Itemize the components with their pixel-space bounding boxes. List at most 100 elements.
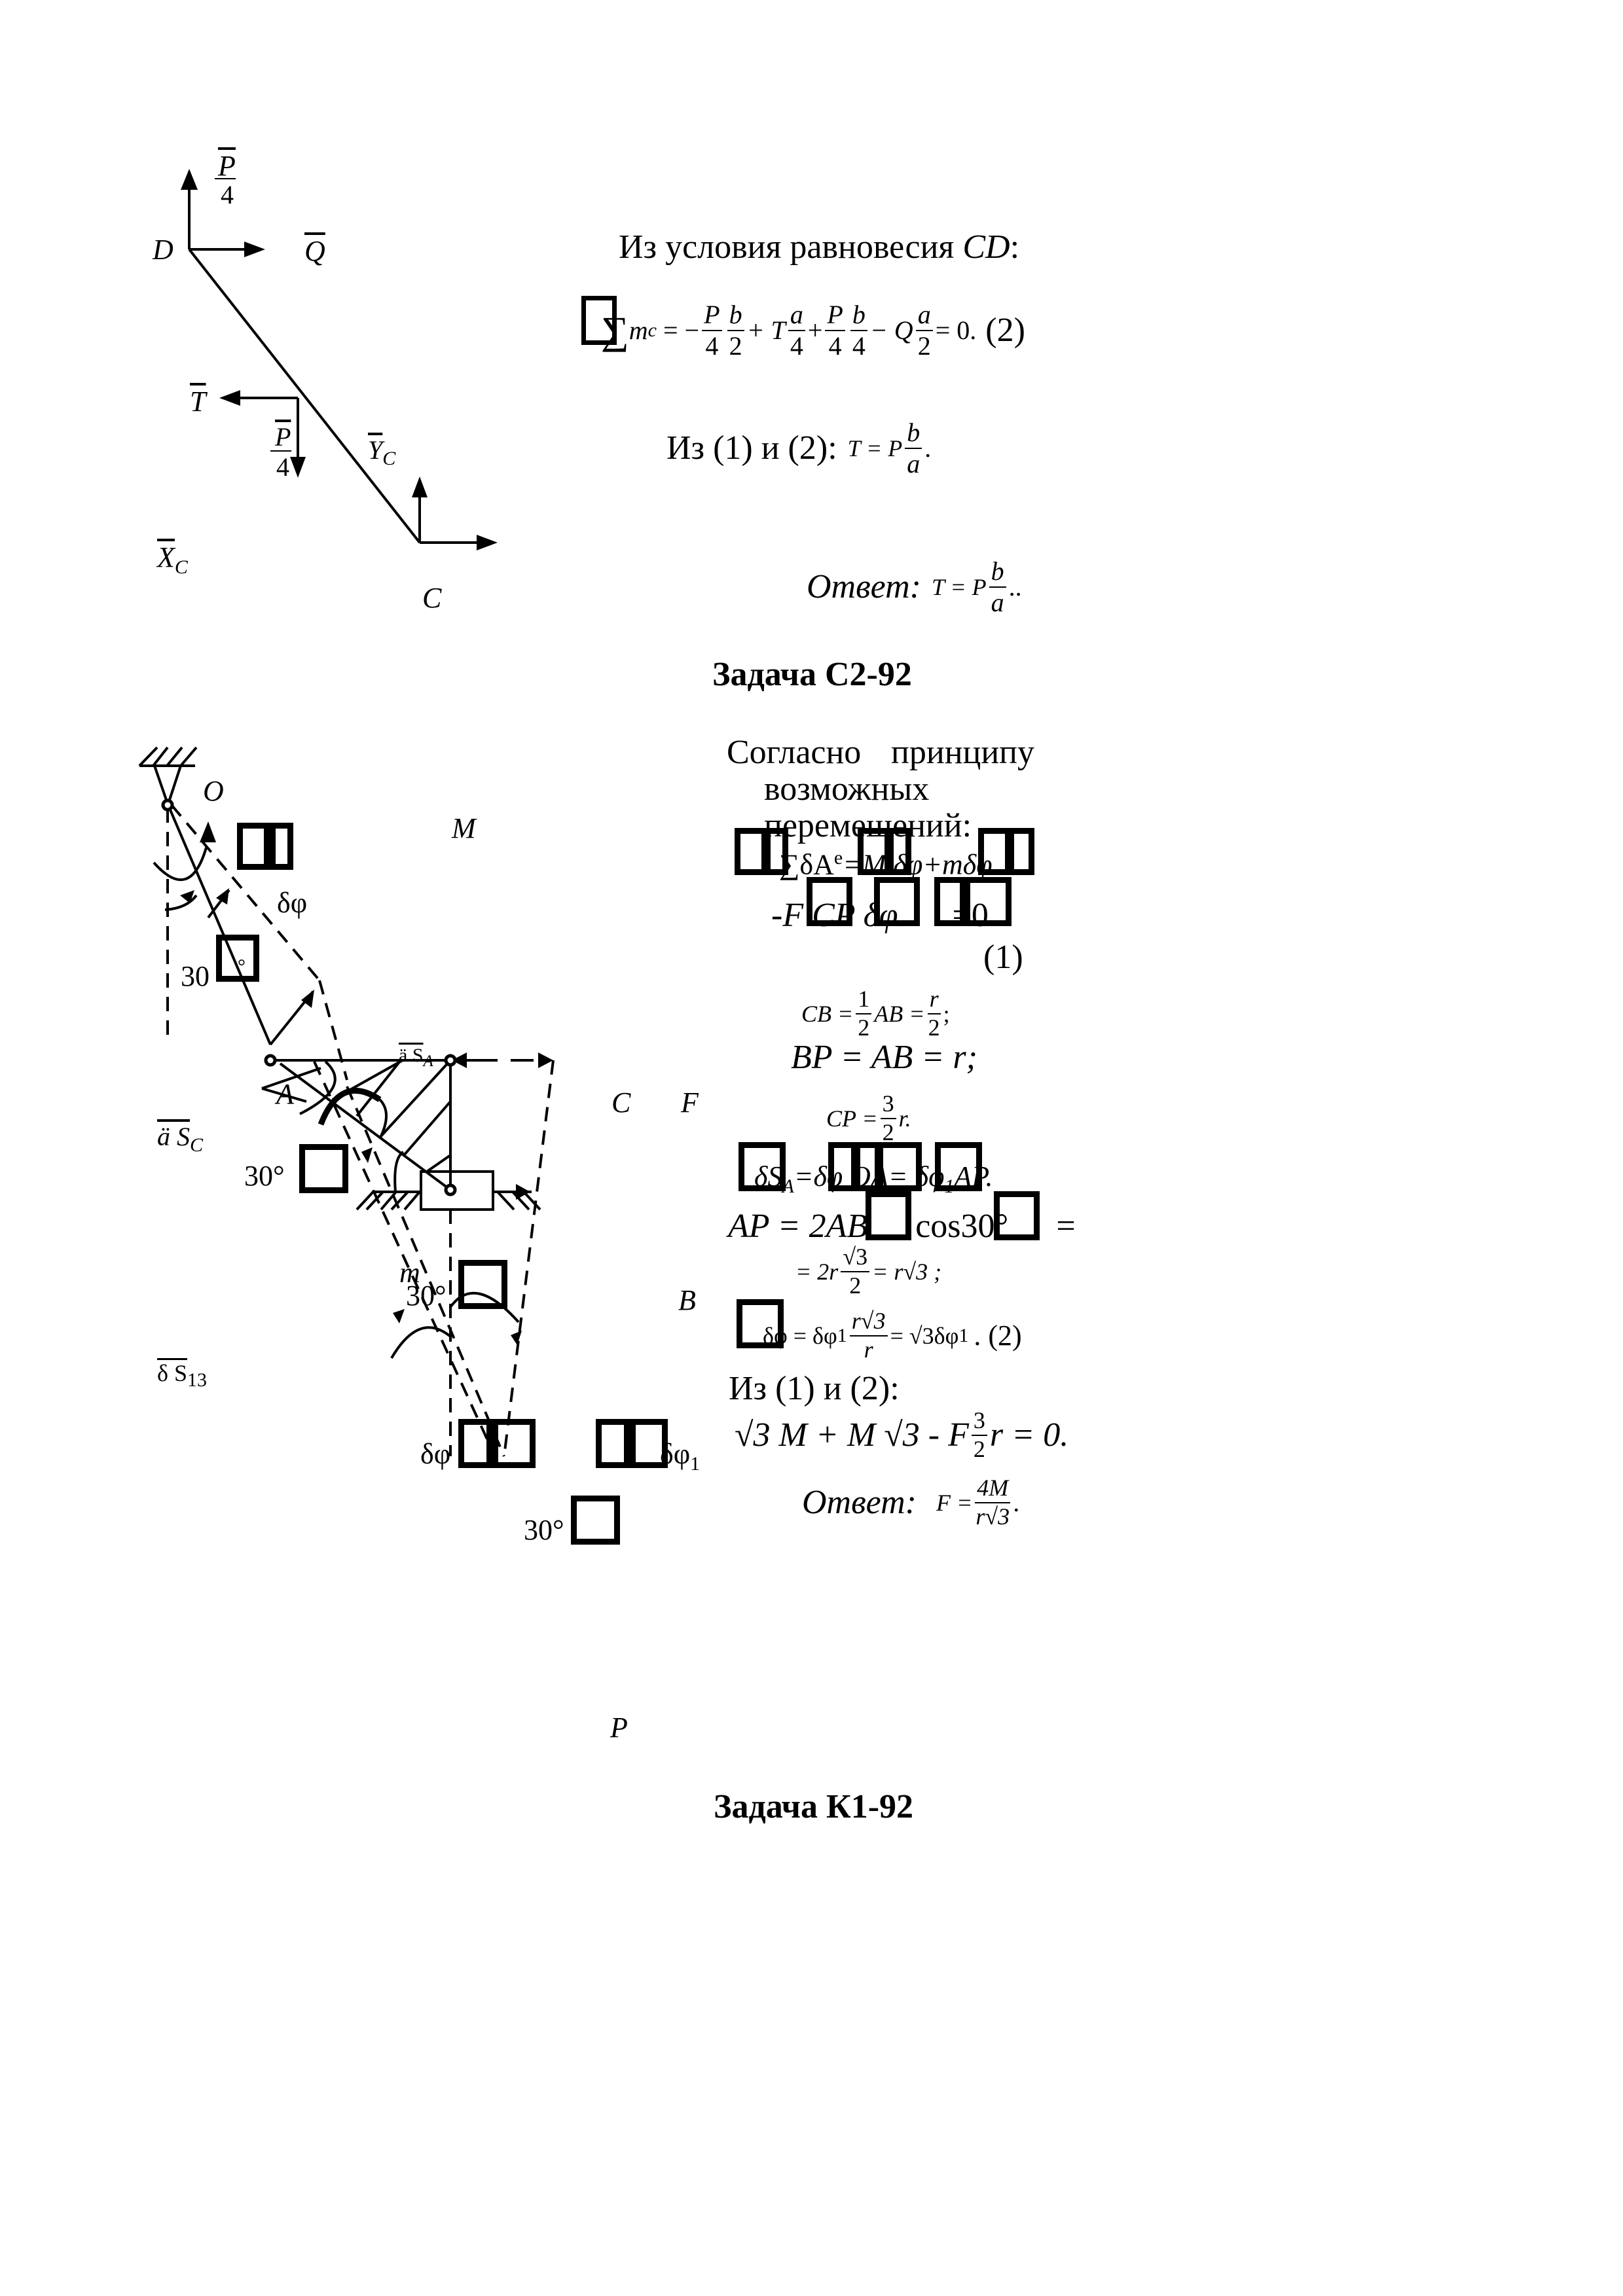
delta-sc-sub: C <box>190 1134 204 1156</box>
missing-glyph-box <box>737 1299 784 1348</box>
frac-num: b <box>905 419 922 449</box>
cb-mid: AB = <box>874 1000 925 1027</box>
ap-equation: AP = 2AB cos30° = <box>728 1210 1076 1244</box>
label-point-o: O <box>203 775 224 807</box>
missing-glyph-box <box>994 1191 1040 1240</box>
missing-glyph-box <box>458 1260 507 1309</box>
frac-den: 4 <box>705 331 719 361</box>
label-delta-sa: ä SA <box>399 1045 433 1070</box>
fraction-bar <box>270 450 291 452</box>
label-force-t: T <box>190 386 206 418</box>
missing-glyph-box <box>807 877 852 926</box>
label-force-p4-top-num: P <box>218 150 236 182</box>
frac-num: 3 <box>880 1091 896 1119</box>
principle-line-3: перемещений: <box>764 807 972 844</box>
rod-a-slider <box>279 1062 452 1191</box>
eq-lhs: m <box>629 315 648 345</box>
principle-word-2: принципу <box>891 734 1034 771</box>
frac-num: r <box>927 986 941 1014</box>
missing-glyph-box <box>874 877 920 926</box>
label-point-a: A <box>276 1078 294 1110</box>
label-force-p4-top-den: 4 <box>221 180 234 209</box>
dphi-sub: 1 <box>837 1324 847 1346</box>
delta-sa-sub: A <box>423 1052 433 1070</box>
eq-lhs-sub: c <box>647 319 657 341</box>
frac-num: b <box>727 301 744 331</box>
slider-block <box>420 1170 494 1211</box>
ds-tail: AP. <box>954 1160 993 1193</box>
eq-term: + <box>807 315 823 345</box>
label-force-xc: XC <box>157 543 188 577</box>
rod-oa <box>166 803 272 1045</box>
label-yc-sub: C <box>382 448 396 469</box>
missing-glyph-box <box>1008 828 1034 875</box>
frac-num: b <box>989 558 1006 588</box>
label-point-b: B <box>678 1284 696 1316</box>
missing-glyph-box <box>866 1191 911 1240</box>
frac-den: 4 <box>790 331 803 361</box>
from-12-prefix: Из (1) и (2): <box>666 429 837 467</box>
answer-label: Ответ: <box>802 1483 917 1521</box>
frac-den: r√3 <box>976 1503 1010 1530</box>
frac-num: a <box>915 301 933 331</box>
missing-glyph-box <box>858 828 890 875</box>
label-force-q: Q <box>304 235 325 267</box>
label-angle-30-bottom: 30° <box>524 1514 564 1546</box>
equilibrium-heading: Из условия равновесия CD: <box>619 230 1019 264</box>
frac-den: 4 <box>852 331 866 361</box>
result-lhs: T = P <box>847 435 903 461</box>
missing-glyph-box <box>934 877 966 926</box>
cp-lhs: CP = <box>826 1105 878 1132</box>
missing-glyph-box <box>877 1142 922 1191</box>
delta-sa-main: ä S <box>399 1045 424 1066</box>
heading-subject: CD <box>962 228 1010 266</box>
missing-glyph-box <box>581 296 617 345</box>
dphi-lhs: δφ = δφ <box>763 1322 837 1349</box>
pivot-c <box>444 1054 457 1067</box>
problem-title-k1-92: Задача К1-92 <box>714 1788 914 1825</box>
cb-tail: ; <box>943 1000 950 1027</box>
delta-sc-main: ä S <box>157 1122 190 1151</box>
frac-den: 2 <box>858 1014 870 1041</box>
frac-num: P <box>825 301 845 331</box>
frac-den: r <box>864 1336 873 1363</box>
label-delta-sc: ä SC <box>157 1124 203 1155</box>
dphi-rhs-sub: 1 <box>958 1324 969 1346</box>
answer-tail: . <box>1013 1487 1020 1517</box>
label-angle-30-top: 30 <box>181 960 210 992</box>
label-m: m <box>399 1257 420 1289</box>
final-eq-a: √3 M + M √3 - F <box>735 1416 969 1454</box>
ds-sub2: 1 <box>944 1175 955 1197</box>
label-force-p4-mid-num: P <box>275 422 291 452</box>
label-point-c: C <box>422 582 442 614</box>
missing-glyph-box <box>237 823 270 870</box>
result-tail: . <box>924 433 932 463</box>
eq-term: + T <box>746 315 786 345</box>
problem-title-c2-92: Задача С2-92 <box>712 656 912 693</box>
frac-den: 2 <box>917 331 931 361</box>
frac-num: P <box>702 301 722 331</box>
ap-val-lhs: = 2r <box>795 1258 839 1285</box>
pivot-b <box>444 1183 457 1196</box>
work-eq-sum: ∑δA <box>779 848 834 881</box>
label-force-p4-mid-den: 4 <box>276 452 289 482</box>
missing-glyph-box <box>735 828 767 875</box>
answer-lhs: F = <box>936 1489 973 1516</box>
principle-word-1: Согласно <box>727 734 862 771</box>
frac-den: 2 <box>928 1014 940 1041</box>
eq-term: − Q <box>869 315 913 345</box>
work-eq-line2-text: -F CP δφ <box>771 897 898 934</box>
delta-phi1-main: δφ <box>660 1438 691 1470</box>
ds-sub: A <box>782 1175 794 1197</box>
sigma-symbol: ∑ <box>601 309 629 352</box>
dphi-rhs: = √3δφ <box>890 1322 959 1349</box>
ds-lhs: δS <box>754 1160 782 1193</box>
heading-text: Из условия равновесия <box>619 228 955 266</box>
equation-number: (2) <box>985 312 1025 349</box>
